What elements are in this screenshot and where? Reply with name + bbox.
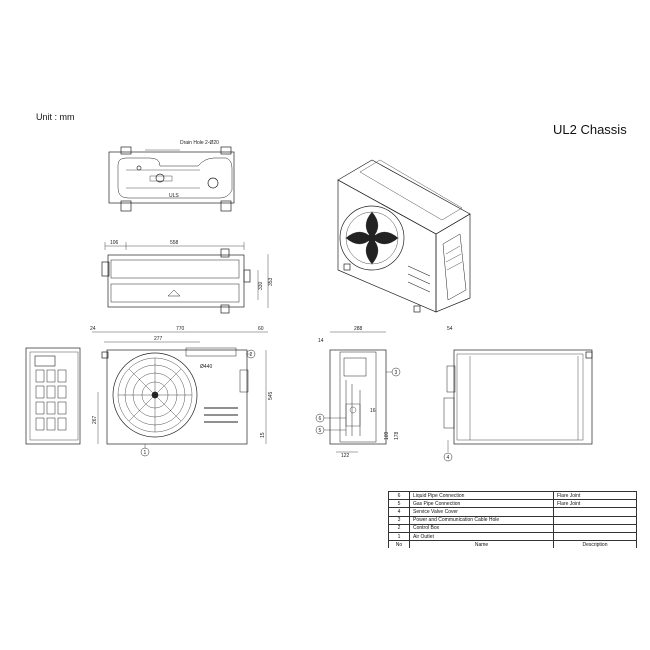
legend-name: Gas Pipe Connection: [409, 499, 554, 509]
legend-table: 6 Liquid Pipe Connection Flare Joint 5 G…: [388, 490, 637, 549]
legend-header-desc: Description: [553, 540, 637, 549]
legend-no: 5: [388, 499, 410, 509]
legend-desc: Flare Joint: [553, 499, 637, 509]
dim-15: 15: [260, 432, 266, 438]
dim-353: 353: [268, 277, 274, 286]
dim-54: 54: [447, 326, 453, 332]
dim-fan-diameter: Ø440: [200, 364, 212, 370]
legend-no: 6: [388, 490, 410, 501]
front-view: 24 770 60 277 Ø440 267 545 15 2 1: [90, 326, 274, 457]
table-row: 6 Liquid Pipe Connection Flare Joint: [388, 490, 637, 501]
dim-545: 545: [268, 391, 274, 400]
chassis-title: UL2 Chassis: [553, 122, 627, 137]
marker-5: 5: [319, 428, 322, 434]
side-view: 288 14 3 6 5 122 16 109 178: [315, 326, 401, 459]
legend-desc: [553, 515, 637, 525]
isometric-view: [337, 159, 471, 313]
legend-no: 1: [388, 531, 410, 542]
legend-desc: [553, 523, 637, 533]
rear-view: 54 4: [443, 326, 593, 462]
plan-view: 106 558 330 353: [101, 240, 274, 314]
dim-24: 24: [90, 326, 96, 332]
dim-109: 109: [384, 431, 390, 440]
unit-label: Unit : mm: [36, 112, 75, 122]
marker-3: 3: [395, 370, 398, 376]
legend-name: Air Outlet: [409, 531, 554, 542]
legend-header-no: No: [388, 540, 410, 549]
dim-267: 267: [92, 415, 98, 424]
dim-14: 14: [318, 338, 324, 344]
table-row: 2 Control Box: [388, 523, 637, 533]
marker-4: 4: [447, 455, 450, 461]
dim-16: 16: [370, 408, 376, 414]
table-row: 5 Gas Pipe Connection Flare Joint: [388, 499, 637, 509]
legend-header-row: No Name Description: [388, 540, 637, 549]
dim-178: 178: [394, 431, 400, 440]
legend-header-name: Name: [409, 540, 554, 549]
left-view: [25, 347, 81, 445]
legend-name: Control Box: [409, 523, 554, 533]
legend-name: Liquid Pipe Connection: [409, 490, 554, 501]
table-row: 3 Power and Communication Cable Hole: [388, 515, 637, 525]
dim-330: 330: [258, 281, 264, 290]
dim-770: 770: [176, 326, 185, 332]
drain-hole-label: Drain Hole 2-Ø20: [180, 140, 219, 146]
legend-name: Service Valve Cover: [409, 507, 554, 517]
marker-1: 1: [144, 450, 147, 456]
dim-106: 106: [110, 240, 119, 246]
dim-288: 288: [354, 326, 363, 332]
legend-no: 2: [388, 523, 410, 533]
brand-mark: ULS: [169, 193, 179, 199]
dim-558: 558: [170, 240, 179, 246]
marker-6: 6: [319, 416, 322, 422]
dim-60: 60: [258, 326, 264, 332]
top-view: Drain Hole 2-Ø20 ULS: [108, 140, 235, 212]
marker-2: 2: [250, 352, 253, 358]
legend-desc: [553, 507, 637, 517]
dim-122: 122: [341, 453, 350, 459]
legend-name: Power and Communication Cable Hole: [409, 515, 554, 525]
table-row: 1 Air Outlet: [388, 531, 637, 542]
dim-277: 277: [154, 336, 163, 342]
legend-desc: [553, 531, 637, 542]
legend-desc: Flare Joint: [553, 490, 637, 501]
legend-no: 4: [388, 507, 410, 517]
legend-no: 3: [388, 515, 410, 525]
table-row: 4 Service Valve Cover: [388, 507, 637, 517]
